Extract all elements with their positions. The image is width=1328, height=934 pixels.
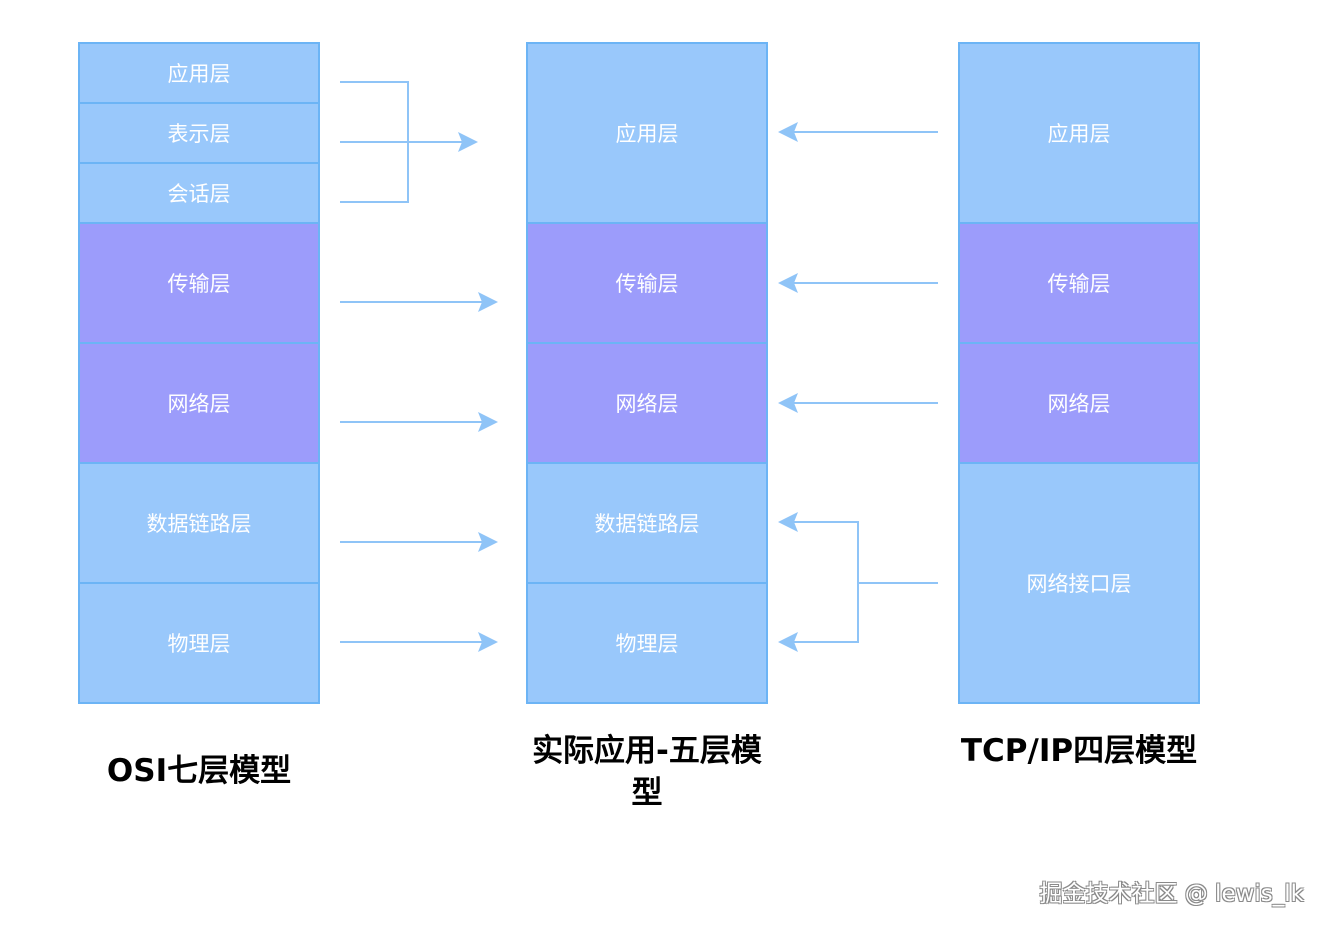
five-layer-model-column: 应用层 传输层 网络层 数据链路层 物理层 xyxy=(526,42,768,704)
osi-application-layer: 应用层 xyxy=(80,44,318,104)
osi-upper-layers-bracket xyxy=(340,81,409,203)
osi-physical-layer: 物理层 xyxy=(80,584,318,702)
tcpip-network-layer: 网络层 xyxy=(960,344,1198,464)
arrow-head-right xyxy=(478,532,498,552)
tcpip-transport-layer: 传输层 xyxy=(960,224,1198,344)
arrow-head-left xyxy=(778,273,798,293)
arrow-head-left xyxy=(778,393,798,413)
arrow-head-left xyxy=(778,122,798,142)
arrow-head-left xyxy=(778,632,798,652)
tcpip-model-column: 应用层 传输层 网络层 网络接口层 xyxy=(958,42,1200,704)
tcpip-model-caption: TCP/IP四层模型 xyxy=(960,733,1198,769)
five-data-link-layer: 数据链路层 xyxy=(528,464,766,584)
osi-data-link-layer: 数据链路层 xyxy=(80,464,318,584)
osi-model-column: 应用层 表示层 会话层 传输层 网络层 数据链路层 物理层 xyxy=(78,42,320,704)
tcpip-to-five-data-link-arrow-line xyxy=(786,521,938,584)
five-physical-layer: 物理层 xyxy=(528,584,766,702)
arrow-head-right xyxy=(458,132,478,152)
five-application-layer: 应用层 xyxy=(528,44,766,224)
five-network-layer: 网络层 xyxy=(528,344,766,464)
five-layer-model-caption: 实际应用-五层模型 xyxy=(532,733,762,811)
arrow-head-right xyxy=(478,412,498,432)
arrow-head-right xyxy=(478,292,498,312)
osi-network-layer: 网络层 xyxy=(80,344,318,464)
osi-model-caption: OSI七层模型 xyxy=(106,753,292,789)
osi-transport-layer: 传输层 xyxy=(80,224,318,344)
osi-session-layer: 会话层 xyxy=(80,164,318,224)
tcpip-application-layer: 应用层 xyxy=(960,44,1198,224)
arrow-head-left xyxy=(778,512,798,532)
tcpip-to-five-physical-arrow-line xyxy=(786,583,859,643)
five-transport-layer: 传输层 xyxy=(528,224,766,344)
osi-presentation-layer: 表示层 xyxy=(80,104,318,164)
watermark-text: 掘金技术社区 @ lewis_lk xyxy=(1039,881,1304,907)
tcpip-network-interface-layer: 网络接口层 xyxy=(960,464,1198,702)
arrow-head-right xyxy=(478,632,498,652)
